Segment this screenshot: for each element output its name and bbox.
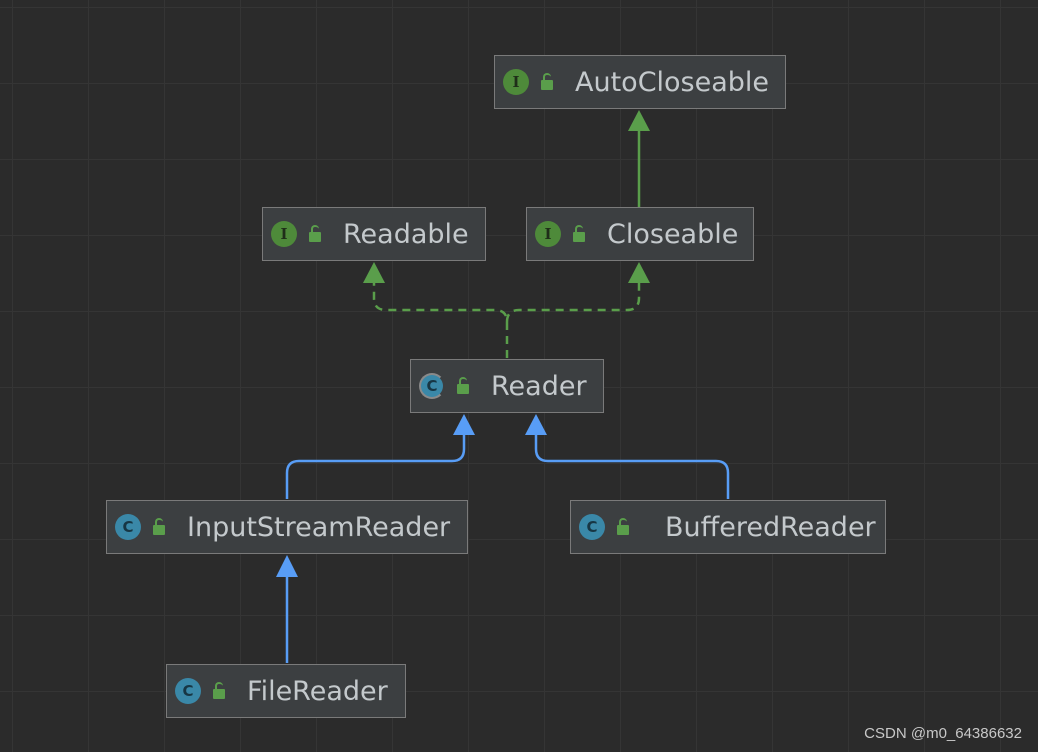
arrowhead: [276, 555, 298, 577]
interface-icon: I: [535, 221, 561, 247]
public-lock-icon: [613, 517, 633, 537]
edge-inputstreamreader-to-reader: [285, 414, 475, 499]
public-lock-icon: [453, 376, 473, 396]
arrowhead: [453, 414, 475, 435]
node-autocloseable[interactable]: I AutoCloseable: [494, 55, 786, 109]
node-reader[interactable]: C Reader: [410, 359, 604, 413]
edge-reader-to-readable-and-closeable: [363, 262, 650, 358]
arrowhead: [363, 262, 385, 283]
edge-filereader-to-inputstreamreader: [276, 555, 298, 663]
public-lock-icon: [149, 517, 169, 537]
node-label: Reader: [491, 370, 587, 402]
class-icon: C: [579, 514, 605, 540]
public-lock-icon: [569, 224, 589, 244]
class-icon: C: [115, 514, 141, 540]
node-label: Closeable: [607, 218, 739, 250]
public-lock-icon: [209, 681, 229, 701]
node-inputstreamreader[interactable]: C InputStreamReader: [106, 500, 468, 554]
node-label: BufferedReader: [665, 511, 876, 543]
node-label: AutoCloseable: [575, 66, 770, 98]
node-bufferedreader[interactable]: C BufferedReader: [570, 500, 886, 554]
public-lock-icon: [537, 72, 557, 92]
interface-icon: I: [271, 221, 297, 247]
node-filereader[interactable]: C FileReader: [166, 664, 406, 718]
node-label: FileReader: [247, 675, 388, 707]
abstract-class-icon: C: [419, 373, 445, 399]
arrowhead: [525, 414, 547, 435]
node-readable[interactable]: I Readable: [262, 207, 486, 261]
edge-closeable-to-autocloseable: [628, 110, 650, 207]
class-icon: C: [175, 678, 201, 704]
node-label: Readable: [343, 218, 469, 250]
watermark: CSDN @m0_64386632: [864, 725, 1022, 742]
node-label: InputStreamReader: [187, 511, 451, 543]
public-lock-icon: [305, 224, 325, 244]
interface-icon: I: [503, 69, 529, 95]
node-closeable[interactable]: I Closeable: [526, 207, 754, 261]
arrowhead: [628, 110, 650, 131]
edge-bufferedreader-to-reader: [525, 414, 730, 499]
arrowhead: [628, 262, 650, 283]
